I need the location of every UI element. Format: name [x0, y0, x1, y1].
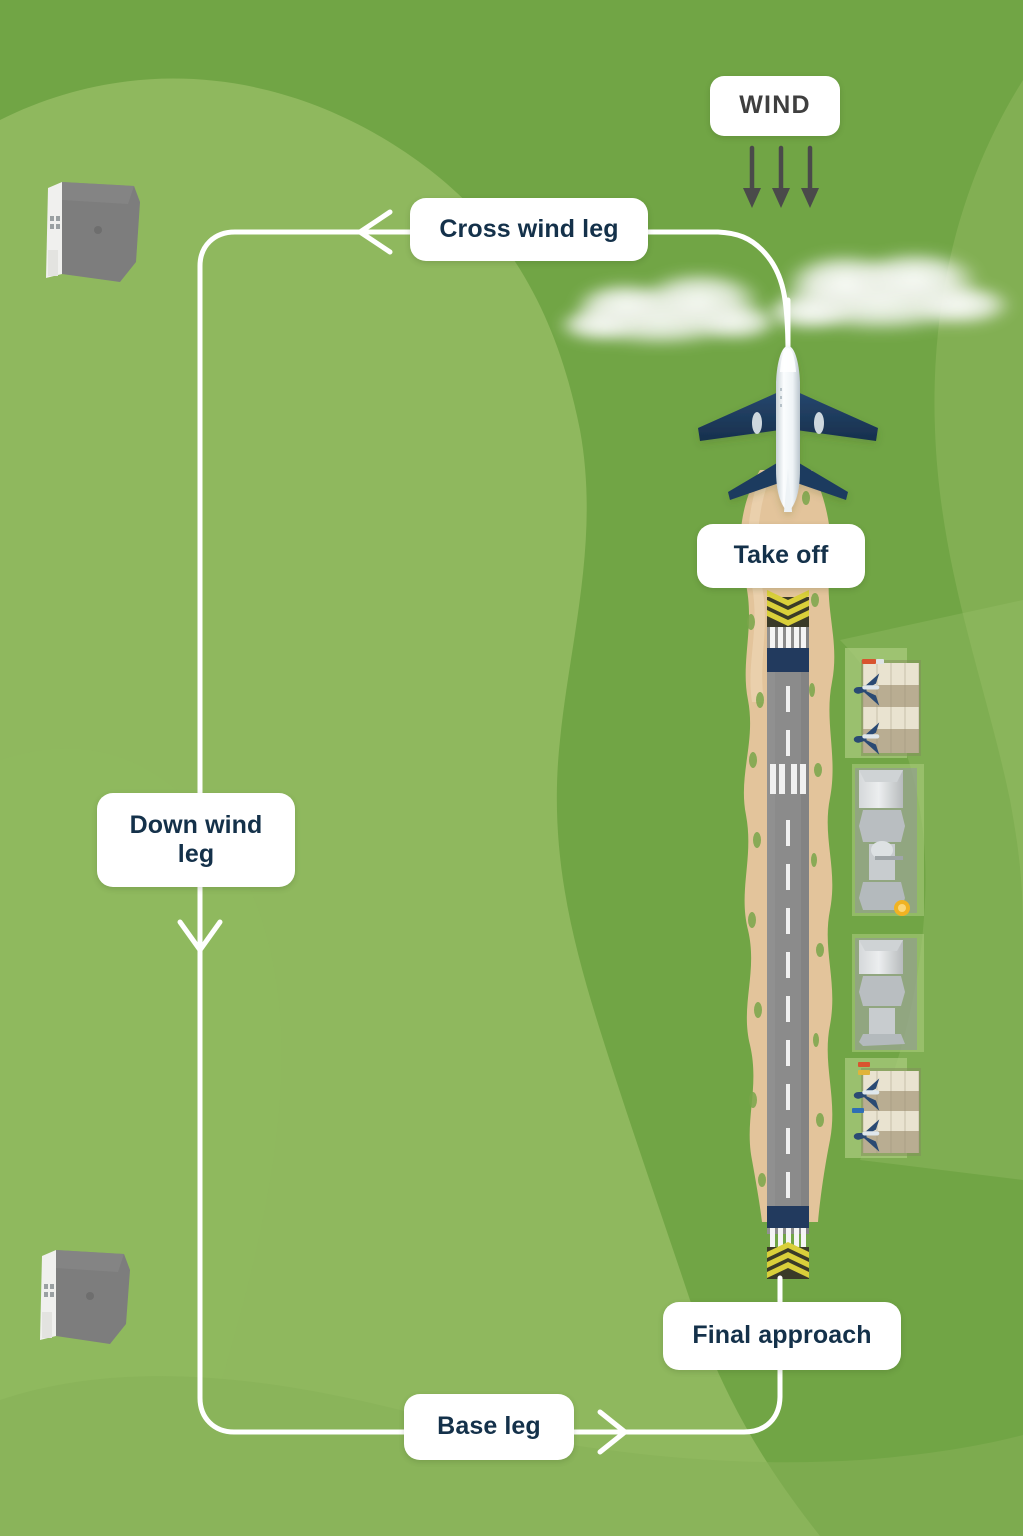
terrain-blob-right [934, 0, 1023, 960]
terrain-blob-left [0, 748, 282, 1536]
airside-facilities [845, 648, 924, 1158]
pattern-route-line [197, 229, 791, 1435]
terminal-building-2 [852, 934, 924, 1052]
label-cross-wind-leg-text: Cross wind leg [439, 214, 619, 243]
airplane-top-view-icon [698, 346, 878, 512]
label-final-approach-text: Final approach [692, 1321, 872, 1350]
label-base-leg: Base leg [404, 1394, 574, 1460]
runway-chevrons-south [767, 1242, 809, 1279]
label-take-off: Take off [697, 524, 865, 588]
label-down-wind-leg-text: Down wind leg [129, 810, 263, 869]
runway-aiming-markers [770, 764, 806, 794]
runway-shade-left [767, 604, 775, 1234]
house-north [46, 182, 140, 282]
parked-airplane-2 [853, 722, 880, 755]
house-south [40, 1250, 130, 1344]
runway-blastpad-south [767, 1206, 809, 1228]
runway-complex [740, 470, 835, 1279]
runway-threshold-stripes-north [770, 626, 806, 648]
runway-threshold-stripes-south [770, 1228, 806, 1248]
runway-centerline [786, 686, 790, 1198]
cloud-left [556, 270, 781, 348]
parked-airplane-1 [853, 673, 880, 706]
wind-arrows [743, 145, 819, 208]
label-cross-wind-leg: Cross wind leg [410, 198, 648, 261]
arrow-right-icon [597, 1409, 628, 1455]
pattern-arrowheads [177, 209, 628, 1455]
cloud-right [762, 250, 1014, 334]
arrow-left-icon [357, 209, 393, 255]
label-wind-text: WIND [739, 91, 811, 120]
label-wind: WIND [710, 76, 840, 136]
label-base-leg-text: Base leg [437, 1412, 541, 1441]
label-final-approach: Final approach [663, 1302, 901, 1370]
parked-airplane-3 [853, 1078, 880, 1111]
label-take-off-text: Take off [733, 541, 829, 570]
parked-airplane-4 [853, 1119, 880, 1152]
label-down-wind-leg: Down wind leg [97, 793, 295, 887]
hangar-north [861, 660, 921, 756]
runway-blastpad-north [767, 648, 809, 672]
arrow-down-icon [177, 919, 223, 953]
terminal-building-1 [852, 764, 924, 916]
ground-vehicles [852, 659, 884, 1113]
runway-shade-right [801, 604, 809, 1234]
runway-chevrons-north [767, 590, 809, 627]
terrain-blob-airside [840, 600, 1023, 1180]
